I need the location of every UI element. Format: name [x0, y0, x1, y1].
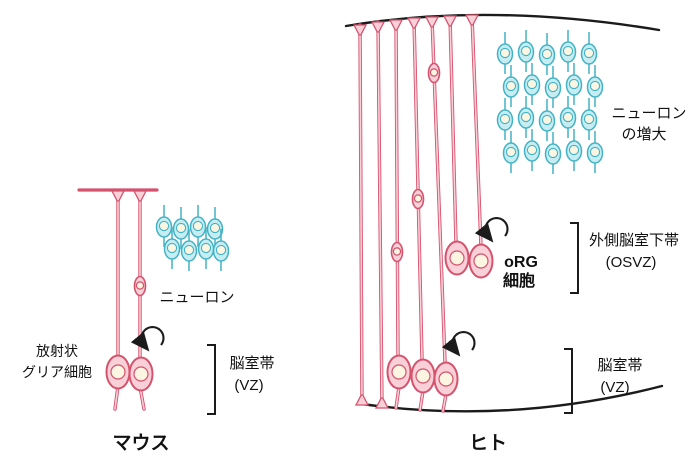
radial-glia-cell [410, 358, 436, 394]
endfoot [389, 19, 403, 31]
migrating-cell [133, 275, 147, 297]
mouse-neuron-label: ニューロン [159, 289, 234, 306]
endfoot [353, 24, 367, 36]
endfoot [371, 21, 385, 33]
endfoot [465, 14, 479, 26]
org-cell [444, 240, 470, 276]
neuron-increase-label-line2: の増大 [621, 126, 666, 143]
human-title: ヒト [469, 433, 507, 454]
radial-glia-cell [105, 354, 131, 390]
endfoot [407, 17, 421, 29]
neuron-increase-label-line1: ニューロン [611, 105, 686, 122]
mouse-vz-label-line2: (VZ) [234, 377, 263, 394]
radial-glia-cell [386, 354, 412, 390]
migrating-cell [390, 241, 404, 263]
mouse-title: マウス [112, 432, 169, 454]
radial-glia-cell [128, 356, 154, 392]
org-label-line2: 細胞 [503, 271, 535, 290]
human-pial-surface-line [344, 13, 661, 32]
osvz-label-line2: (OSVZ) [606, 254, 657, 271]
endfoot [425, 16, 439, 28]
org-cell [468, 243, 494, 279]
endfoot [443, 15, 457, 27]
endfoot [375, 397, 389, 409]
human-neuron-cluster [496, 29, 604, 175]
radial-glia-cell [433, 361, 459, 397]
migrating-cell [427, 62, 441, 84]
endfoot [111, 190, 125, 202]
mouse-neuron-cluster [155, 204, 230, 272]
human-panel: ニューロン の増大 oRG 細胞 外側脳室下帯 (OSVZ) 脳室帯 (VZ) … [344, 13, 687, 454]
human-vz-label-line2: (VZ) [600, 379, 629, 396]
osvz-bracket [570, 222, 579, 294]
org-self-renewal-arrow [474, 216, 509, 243]
mouse-vz-bracket [207, 344, 216, 415]
human-vz-bracket [564, 348, 573, 414]
human-vz-label-line1: 脳室帯 [597, 357, 642, 374]
human-radial-fibers [358, 14, 483, 413]
vz-self-renewal-arrow [441, 330, 476, 357]
mouse-radial-glia-label-line1: 放射状 [36, 343, 78, 359]
org-label-line1: oRG [504, 254, 538, 271]
mouse-vz-label-line1: 脳室帯 [229, 355, 274, 372]
mouse-radial-glia-label-line2: グリア細胞 [22, 364, 92, 380]
self-renewal-arrow [130, 325, 165, 352]
migrating-cell [411, 188, 425, 210]
endfoot [355, 394, 369, 406]
mouse-panel: ニューロン 放射状 グリア細胞 脳室帯 (VZ) マウス [22, 188, 275, 454]
osvz-label-line1: 外側脳室下帯 [589, 232, 679, 249]
human-ventricular-surface-line [360, 384, 664, 413]
endfoot [133, 190, 147, 202]
